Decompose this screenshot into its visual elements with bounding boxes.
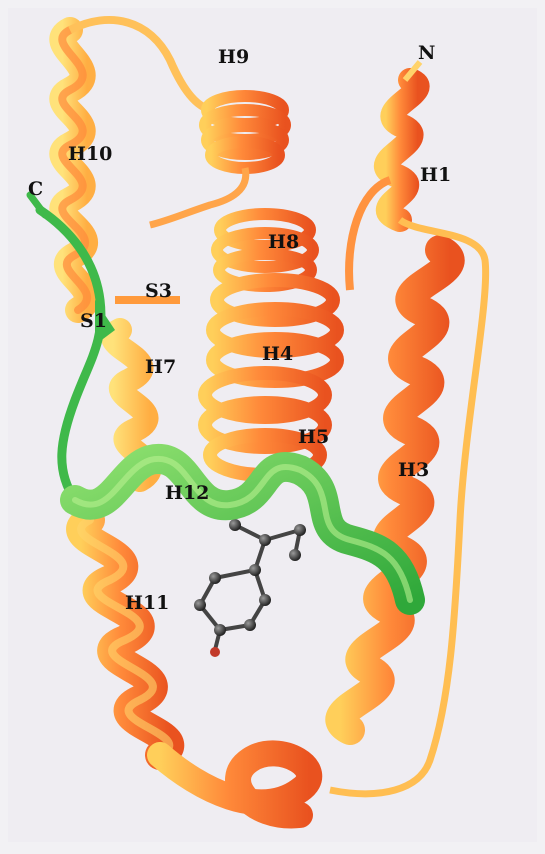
label-h9: H9 <box>218 48 249 67</box>
label-h7: H7 <box>145 358 176 377</box>
label-h3: H3 <box>398 461 429 480</box>
label-h5: H5 <box>298 428 329 447</box>
label-c-terminus: C <box>28 180 43 199</box>
label-s1: S1 <box>80 312 107 331</box>
label-h11: H11 <box>125 594 169 613</box>
label-h4: H4 <box>262 345 293 364</box>
label-h1: H1 <box>420 166 451 185</box>
label-h10: H10 <box>68 145 112 164</box>
label-s3: S3 <box>145 282 172 301</box>
helix-h9 <box>205 96 285 168</box>
label-n-terminus: N <box>418 44 435 63</box>
helix-h1 <box>386 80 418 220</box>
label-h12: H12 <box>165 484 209 503</box>
label-h8: H8 <box>268 233 299 252</box>
